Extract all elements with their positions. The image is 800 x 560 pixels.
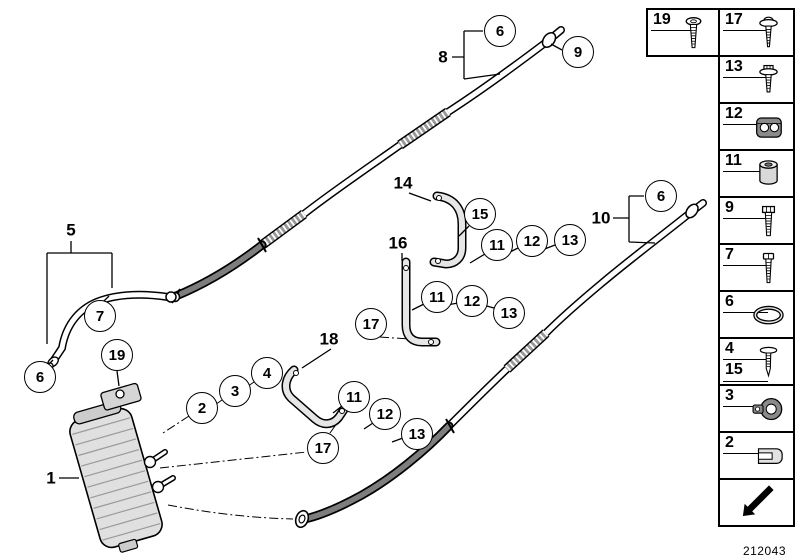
legend-item-number: 7 <box>723 245 769 267</box>
part-label-16[interactable]: 16 <box>386 233 410 253</box>
callout-13[interactable]: 13 <box>401 418 433 450</box>
callout-12[interactable]: 12 <box>369 398 401 430</box>
callout-2[interactable]: 2 <box>186 392 218 424</box>
part-label-18[interactable]: 18 <box>317 329 341 349</box>
callout-3[interactable]: 3 <box>219 375 251 407</box>
expansion-rivet-icon <box>759 346 778 378</box>
legend-item-19[interactable]: 19 <box>646 8 720 57</box>
leader-lines <box>46 30 656 479</box>
legend-item-number: 9 <box>723 198 769 220</box>
pipe-8 <box>169 26 565 304</box>
bracket-14 <box>429 191 467 269</box>
oil-cooler <box>69 382 176 553</box>
callout-6[interactable]: 6 <box>24 361 56 393</box>
legend-item-number: 19 <box>651 10 695 32</box>
part-label-1[interactable]: 1 <box>44 468 58 488</box>
callout-13[interactable]: 13 <box>554 224 586 256</box>
callout-4[interactable]: 4 <box>251 357 283 389</box>
legend-item-17[interactable]: 17 <box>718 8 795 57</box>
legend-item-arrow[interactable] <box>718 478 795 527</box>
spring-clip-icon <box>757 448 783 464</box>
torx-screw-icon <box>685 16 702 49</box>
hex-bolt-icon <box>761 205 776 237</box>
part-label-10[interactable]: 10 <box>589 208 613 228</box>
callout-6[interactable]: 6 <box>645 180 677 212</box>
legend-item-13[interactable]: 13 <box>718 55 795 104</box>
diagram-number: 212043 <box>742 544 786 558</box>
callout-7[interactable]: 7 <box>84 300 116 332</box>
legend-item-number: 3 <box>723 386 769 408</box>
o-ring-icon <box>753 305 784 325</box>
legend-item-number: 15 <box>723 360 769 382</box>
part-label-5[interactable]: 5 <box>64 220 78 240</box>
callout-6[interactable]: 6 <box>484 15 516 47</box>
grommet-icon <box>759 160 778 185</box>
washer-screw-icon <box>759 16 778 48</box>
direction-arrow-icon <box>741 484 775 517</box>
legend-item-number: 12 <box>723 104 769 126</box>
callout-15[interactable]: 15 <box>464 198 496 230</box>
legend-item-12[interactable]: 12 <box>718 102 795 151</box>
cheese-head-screw-icon <box>762 252 775 284</box>
callout-17[interactable]: 17 <box>307 432 339 464</box>
legend-item-2[interactable]: 2 <box>718 431 795 480</box>
callout-12[interactable]: 12 <box>516 225 548 257</box>
callout-9[interactable]: 9 <box>562 36 594 68</box>
legend-item-6[interactable]: 6 <box>718 290 795 339</box>
pipe-10 <box>294 199 707 529</box>
legend-item-number: 6 <box>723 292 769 314</box>
callout-11[interactable]: 11 <box>421 281 453 313</box>
legend-item-number: 2 <box>723 433 769 455</box>
legend-item-7[interactable]: 7 <box>718 243 795 292</box>
bracket-18 <box>281 365 350 429</box>
part-label-14[interactable]: 14 <box>391 173 415 193</box>
pipe-clamp-icon <box>752 398 783 421</box>
legend-item-number: 13 <box>723 57 769 79</box>
callout-11[interactable]: 11 <box>481 229 513 261</box>
legend-item-9[interactable]: 9 <box>718 196 795 245</box>
legend-item-number: 17 <box>723 10 769 32</box>
part-label-8[interactable]: 8 <box>436 47 450 67</box>
clamp-block-icon <box>756 117 782 138</box>
legend-item-3[interactable]: 3 <box>718 384 795 433</box>
hex-flange-bolt-icon <box>759 64 778 93</box>
callout-13[interactable]: 13 <box>493 297 525 329</box>
callout-11[interactable]: 11 <box>338 381 370 413</box>
callout-17[interactable]: 17 <box>355 308 387 340</box>
legend-item-11[interactable]: 11 <box>718 149 795 198</box>
legend-item-number: 11 <box>723 151 769 173</box>
callout-12[interactable]: 12 <box>456 285 488 317</box>
legend-item-number: 4 <box>723 339 769 361</box>
callout-19[interactable]: 19 <box>101 339 133 371</box>
bracket-16 <box>401 257 441 347</box>
